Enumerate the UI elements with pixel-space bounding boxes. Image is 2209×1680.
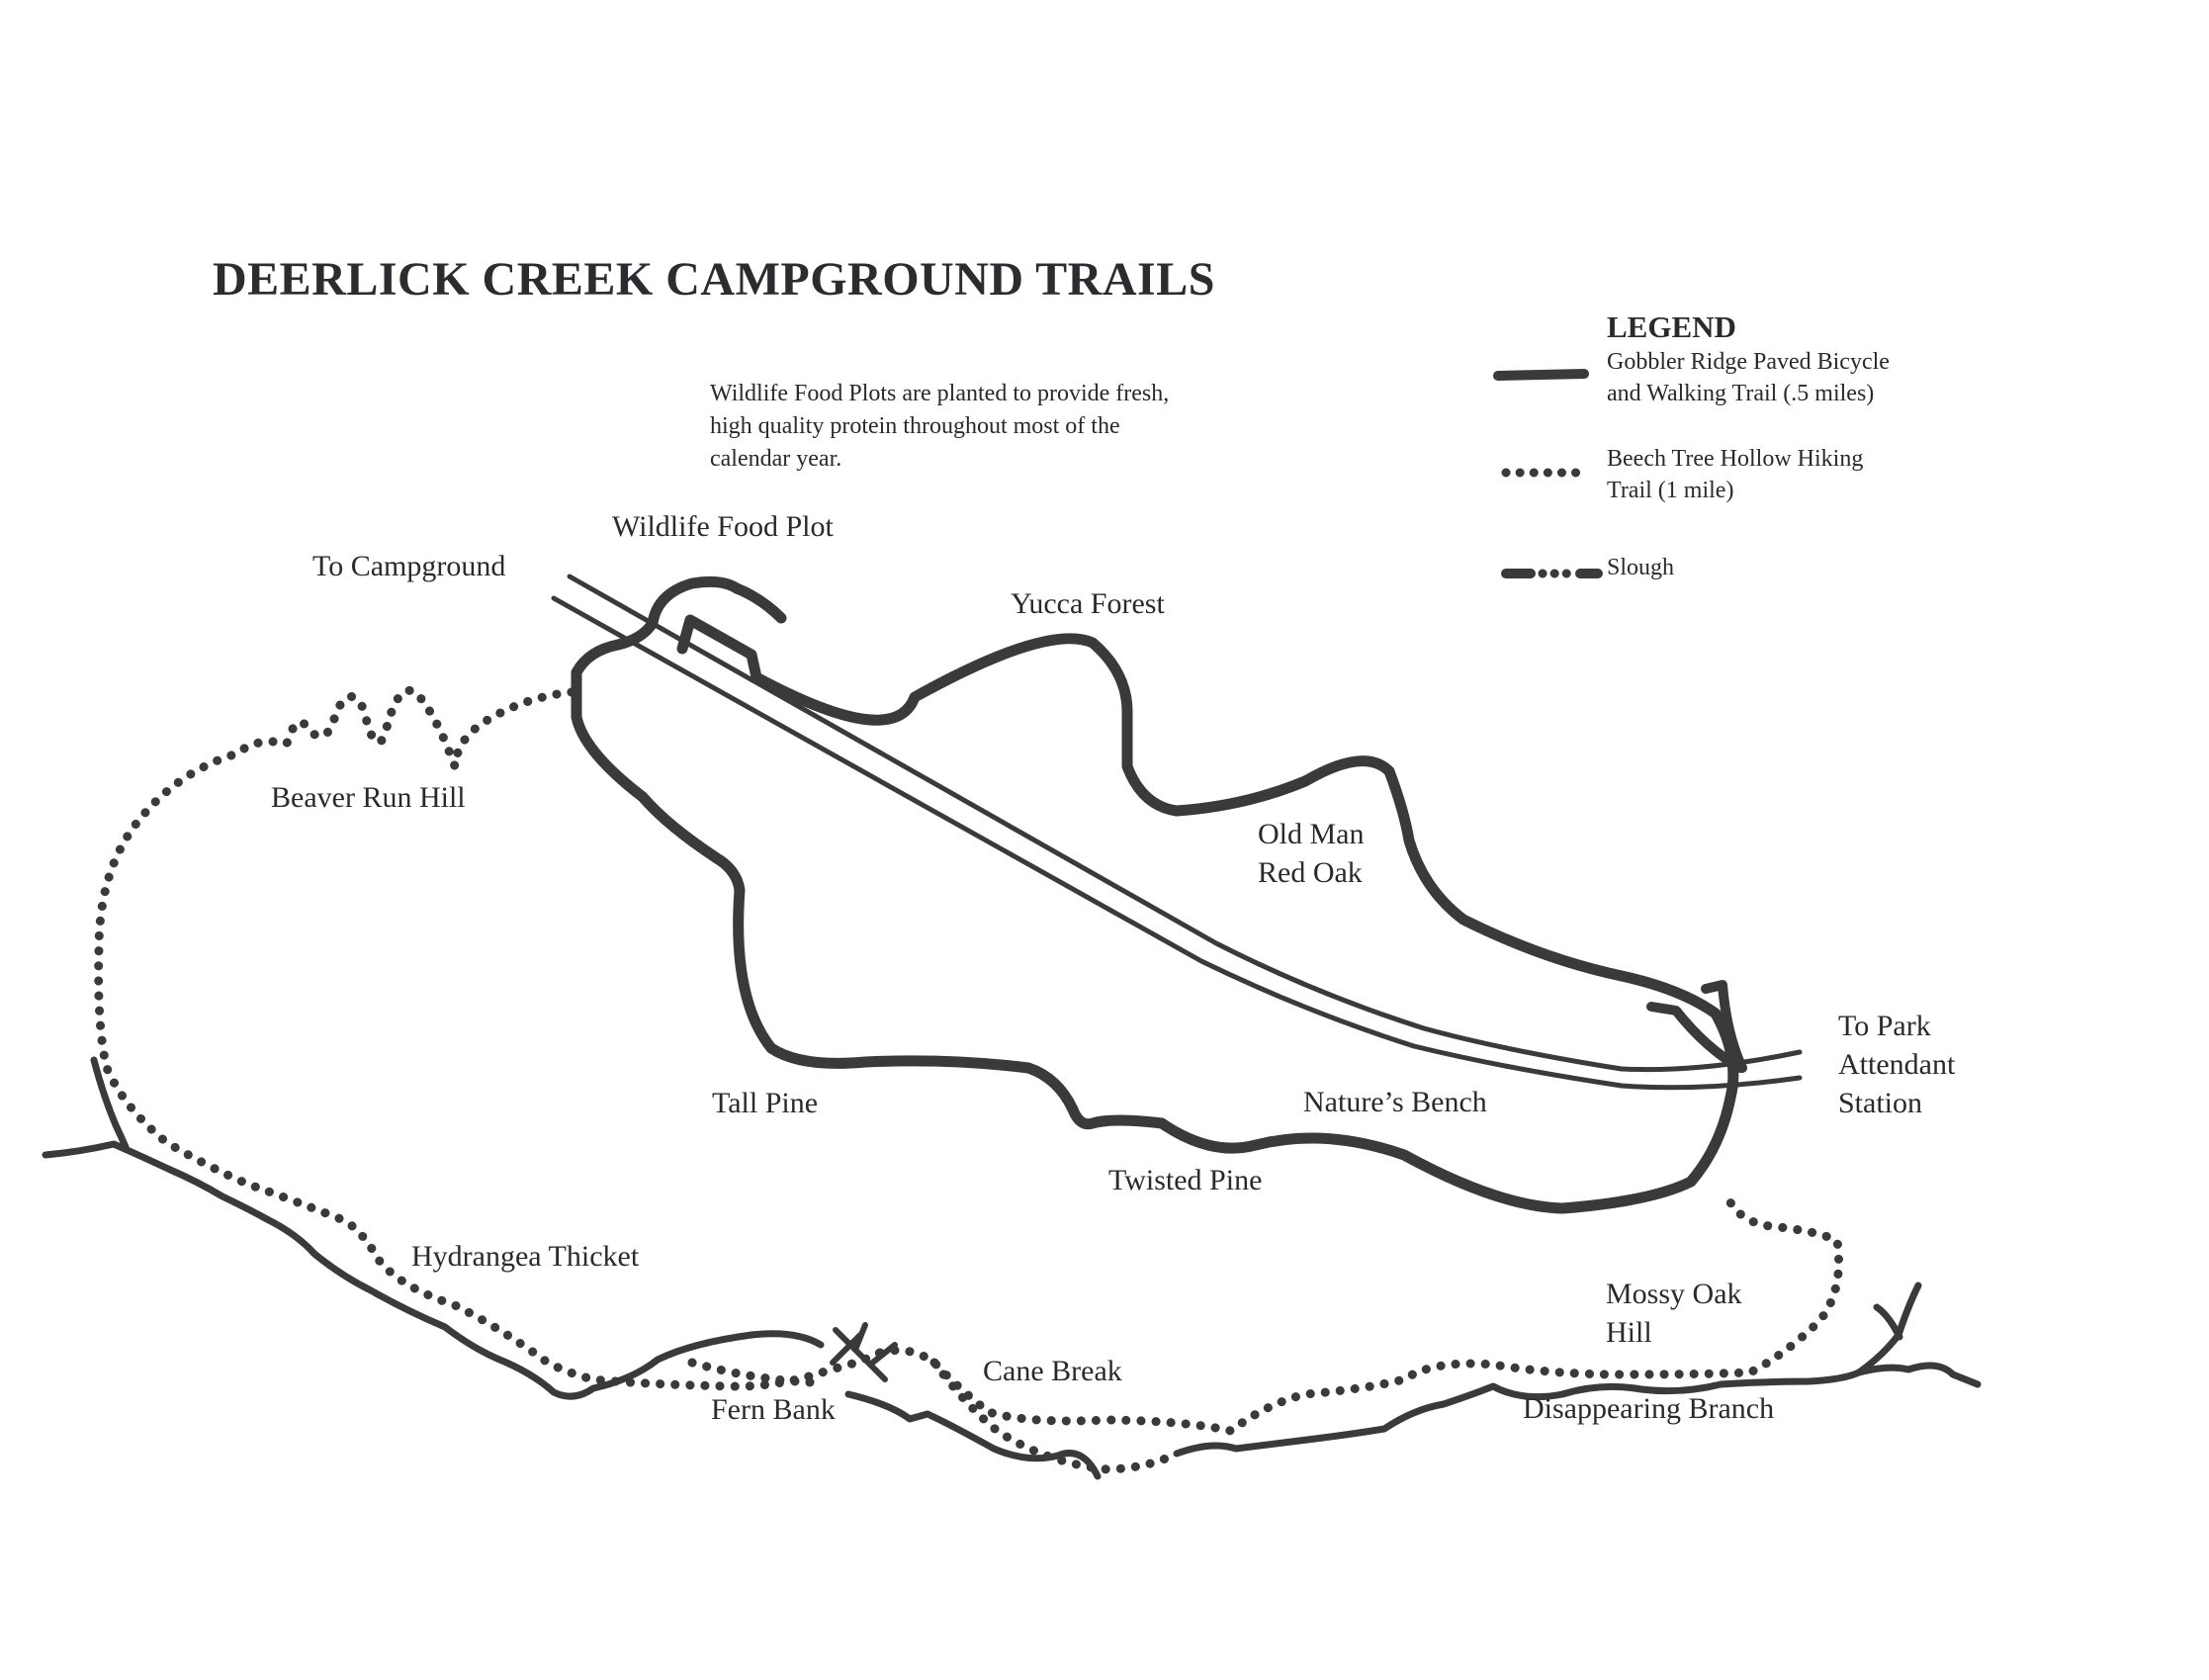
slough-branch-east-2 — [1873, 1303, 1903, 1341]
hiking-trail-dotted — [94, 686, 885, 1391]
hiking-trail-dotted-east — [875, 1187, 1844, 1436]
slough-branch-east — [1855, 1282, 1922, 1376]
label-line: Red Oak — [1258, 856, 1363, 889]
label-tall-pine: Tall Pine — [712, 1087, 819, 1119]
label-beaver-run-hill: Beaver Run Hill — [271, 781, 466, 814]
map-title: DEERLICK CREEK CAMPGROUND TRAILS — [213, 253, 1215, 306]
label-line: Mossy Oak — [1606, 1278, 1742, 1310]
food-plot-note: Wildlife Food Plots are planted to provi… — [710, 378, 1169, 476]
legend-solid-line-icon — [1493, 369, 1589, 381]
label-cane-break: Cane Break — [983, 1355, 1122, 1387]
bridge-4 — [830, 1332, 863, 1366]
paved-trail-upper-edge — [567, 574, 1803, 1073]
paved-trail-lower-edge — [551, 595, 1803, 1091]
label-yucca-forest: Yucca Forest — [1011, 587, 1165, 620]
legend-item-line: Beech Tree Hollow Hiking — [1607, 446, 1864, 472]
legend-item-line: Slough — [1607, 555, 1675, 580]
east-spur-b — [1701, 980, 1747, 1073]
bridge-1 — [833, 1327, 888, 1382]
label-old-man-red-oak: Old Man Red Oak — [1258, 815, 1365, 892]
east-spur-a — [1646, 1002, 1745, 1073]
label-line: Hill — [1606, 1316, 1652, 1349]
legend-title: LEGEND — [1607, 309, 1736, 344]
hiking-trail-dotted-connector — [687, 1358, 816, 1387]
label-line: Attendant — [1838, 1048, 1956, 1081]
label-to-park-attendant-station: To Park Attendant Station — [1838, 1007, 1955, 1122]
label-line: Old Man — [1258, 818, 1365, 850]
slough-branch-west — [90, 1056, 130, 1151]
label-mossy-oak-hill: Mossy Oak Hill — [1606, 1275, 1742, 1352]
label-disappearing-branch: Disappearing Branch — [1523, 1392, 1775, 1425]
label-wildlife-food-plot: Wildlife Food Plot — [612, 510, 834, 543]
label-twisted-pine: Twisted Pine — [1108, 1164, 1263, 1196]
label-fern-bank: Fern Bank — [711, 1393, 836, 1426]
legend-item-line: Trail (1 mile) — [1607, 478, 1734, 503]
gobbler-ridge-loop — [571, 575, 1739, 1214]
legend-symbols — [1493, 369, 1603, 578]
slough-west — [42, 1140, 825, 1400]
label-to-campground: To Campground — [312, 550, 506, 582]
label-line: Station — [1838, 1087, 1923, 1119]
legend-item-slough: Slough — [1607, 552, 1674, 583]
legend-item-line: Gobbler Ridge Paved Bicycle — [1607, 349, 1890, 375]
bridge-3 — [867, 1342, 898, 1368]
label-natures-bench: Nature’s Bench — [1303, 1086, 1487, 1118]
legend-item-hiking-trail: Beech Tree Hollow Hiking Trail (1 mile) — [1607, 443, 1863, 506]
food-plot-note-line: calendar year. — [710, 446, 842, 472]
slough-center — [844, 1390, 1102, 1480]
legend-item-paved-trail: Gobbler Ridge Paved Bicycle and Walking … — [1607, 346, 1890, 409]
legend-item-line: and Walking Trail (.5 miles) — [1607, 381, 1875, 406]
label-line: To Park — [1838, 1010, 1931, 1042]
food-plot-note-line: Wildlife Food Plots are planted to provi… — [710, 381, 1170, 406]
label-hydrangea-thicket: Hydrangea Thicket — [411, 1240, 640, 1273]
food-plot-note-line: high quality protein throughout most of … — [710, 413, 1120, 439]
